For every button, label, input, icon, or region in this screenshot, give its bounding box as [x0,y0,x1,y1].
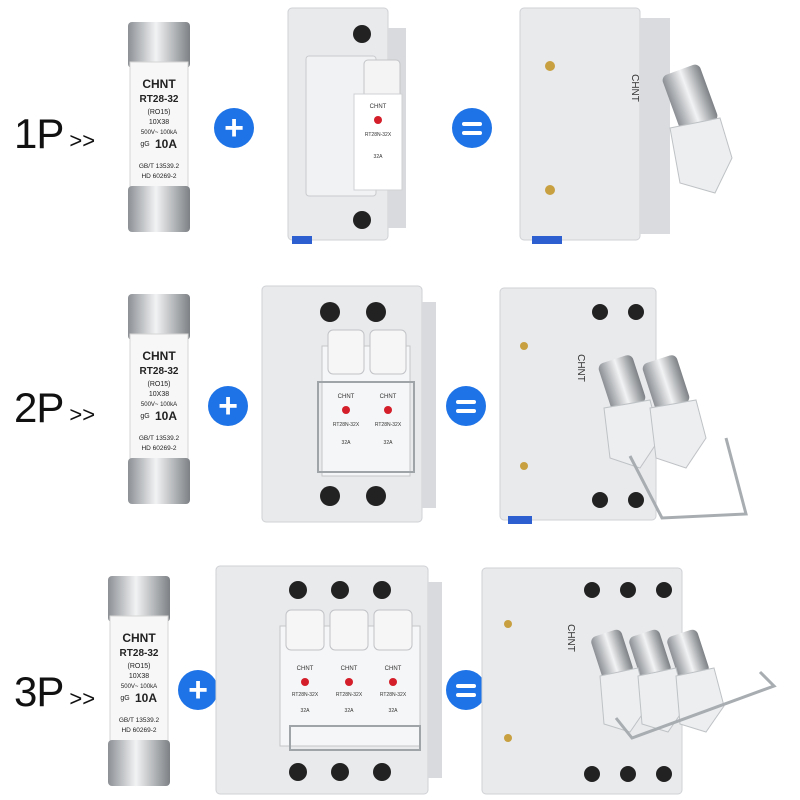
fuse-std1: GB/T 13539.2 [139,435,180,442]
row-label-2p: 2P >> [14,384,95,432]
plus-icon: + [214,108,254,148]
fuse-std1: GB/T 13539.2 [139,163,180,170]
fuse-type: gG [120,695,129,702]
holder-current: 32A [389,708,399,714]
holder-current: 32A [374,154,384,160]
fuse-brand: CHNT [142,349,176,363]
fuse-rating: 500V~ 100kA [121,684,157,690]
fuse-std2: HD 60269-2 [141,173,176,180]
assembled-2p-image: CHNT [499,287,748,524]
fuse-size: 10X38 [149,119,169,126]
fuse-model: RT28-32 [120,648,159,659]
fuse-current: 10A [155,137,177,151]
pole-label: 1P [14,110,64,157]
plus-icon: + [178,670,218,710]
holder-current: 32A [301,708,311,714]
holder-current: 32A [384,440,394,446]
holder-model: RT28N-32X [375,422,402,428]
fuse-type: gG [140,141,149,148]
fuse-size: 10X38 [129,673,149,680]
fuse-current: 10A [135,691,157,705]
row-label-1p: 1P >> [14,110,95,158]
assembled-brand: CHNT [565,624,576,652]
assembled-3p-image: CHNT [481,567,777,795]
holder-model: RT28N-32X [292,692,319,698]
fuse-std2: HD 60269-2 [121,727,156,734]
fuse-cartridge-image: CHNT RT28-32 (RO15) 10X38 500V~ 100kA gG… [128,294,190,504]
holder-brand: CHNT [338,394,355,400]
fuse-model: RT28-32 [140,94,179,105]
holder-brand: CHNT [380,394,397,400]
fuse-cartridge-image: CHNT RT28-32 (RO15) 10X38 500V~ 100kA gG… [108,576,170,786]
arrow-icon: >> [69,686,96,711]
holder-model: RT28N-32X [380,692,407,698]
holder-current: 32A [342,440,352,446]
holder-model: RT28N-32X [336,692,363,698]
row-label-3p: 3P >> [14,668,95,716]
row-2p: 2P >> CHNT RT28-32 (RO15) 10X38 500V~ 10… [0,270,800,530]
fuse-model: RT28-32 [140,366,179,377]
fuse-rating: 500V~ 100kA [141,402,177,408]
fuse-holder-1p-image: CHNT RT28N-32X 32A [287,7,406,244]
arrow-icon: >> [69,128,96,153]
assembled-1p-image: CHNT [519,7,733,244]
equals-icon [446,386,486,426]
equals-icon [446,670,486,710]
pole-label: 3P [14,668,64,715]
fuse-code: (RO15) [128,663,151,670]
fuse-std1: GB/T 13539.2 [119,717,160,724]
fuse-current: 10A [155,409,177,423]
fuse-holder-2p-image: CHNT CHNT RT28N-32X RT28N-32X 32A 32A [261,285,436,523]
holder-brand: CHNT [341,666,358,672]
assembled-brand: CHNT [575,354,586,382]
holder-model: RT28N-32X [365,132,392,138]
fuse-holder-3p-image: CHNT CHNT CHNT RT28N-32X RT28N-32X RT28N… [215,565,442,795]
fuse-code: (RO15) [148,381,171,388]
fuse-brand: CHNT [122,631,156,645]
row-3p: 3P >> CHNT RT28-32 (RO15) 10X38 500V~ 10… [0,556,800,800]
holder-model: RT28N-32X [333,422,360,428]
fuse-type: gG [140,413,149,420]
holder-brand: CHNT [297,666,314,672]
fuse-code: (RO15) [148,109,171,116]
fuse-cartridge-image: CHNT RT28-32 (RO15) 10X38 500V~ 100kA gG… [128,22,190,232]
arrow-icon: >> [69,402,96,427]
holder-brand: CHNT [385,666,402,672]
fuse-brand: CHNT [142,77,176,91]
plus-icon: + [208,386,248,426]
pole-label: 2P [14,384,64,431]
holder-brand: CHNT [370,104,387,110]
fuse-rating: 500V~ 100kA [141,130,177,136]
equals-icon [452,108,492,148]
holder-current: 32A [345,708,355,714]
fuse-std2: HD 60269-2 [141,445,176,452]
row-1p: 1P >> CHNT RT28-32 (RO15) 10X38 500V~ 10… [0,0,800,260]
fuse-size: 10X38 [149,391,169,398]
assembled-brand: CHNT [629,74,640,102]
